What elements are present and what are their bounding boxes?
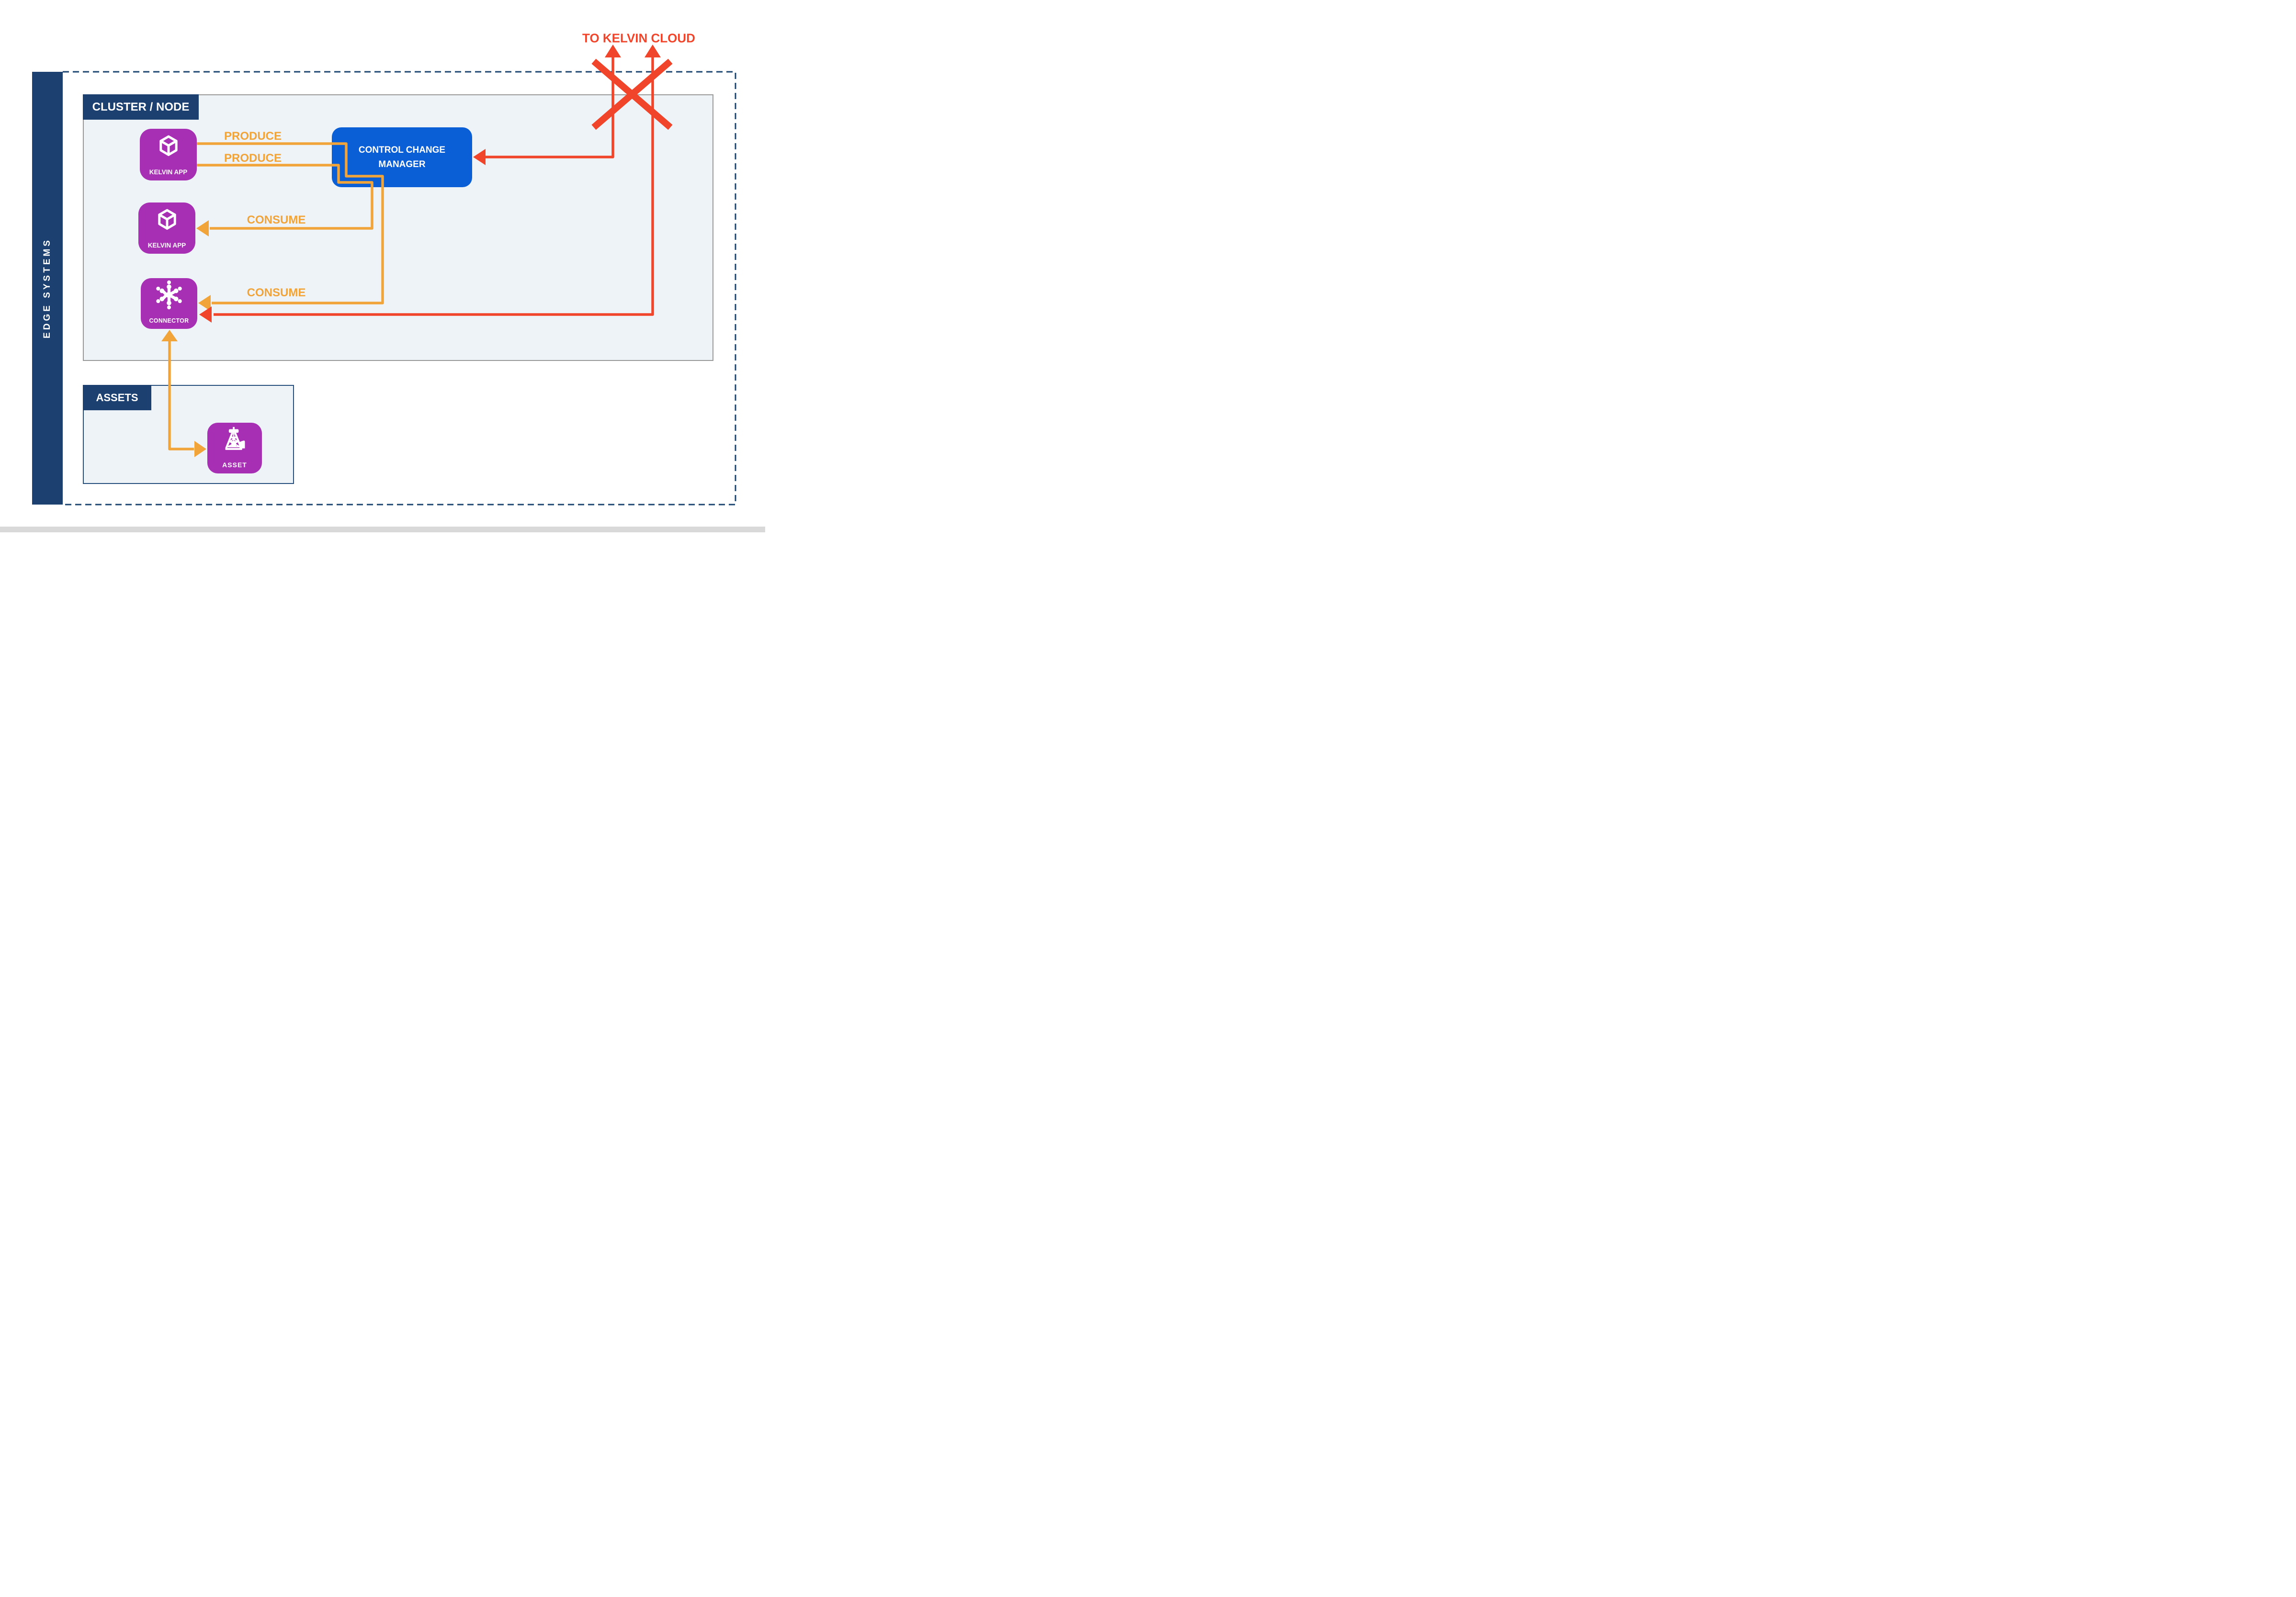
connector-label: CONNECTOR: [149, 317, 189, 324]
cloud-up-arrowhead-1-icon: [605, 45, 621, 57]
produce-label-2: PRODUCE: [224, 152, 282, 165]
kelvin-app-2-label: KELVIN APP: [147, 242, 186, 249]
ccm-label-line2: MANAGER: [378, 159, 426, 169]
edge-systems-label: EDGE SYSTEMS: [42, 238, 52, 338]
assets-tag: ASSETS: [83, 385, 151, 410]
diagram-canvas: TO KELVIN CLOUD EDGE SYSTEMS CLUSTER / N…: [0, 0, 765, 532]
cube-icon: [154, 206, 180, 232]
asset-node: ASSET: [207, 423, 262, 473]
cloud-up-arrowhead-2-icon: [645, 45, 661, 57]
to-kelvin-cloud-label: TO KELVIN CLOUD: [582, 31, 695, 45]
oil-derrick-icon: [221, 426, 248, 453]
produce-label-1: PRODUCE: [224, 130, 282, 143]
edge-systems-bar: EDGE SYSTEMS: [32, 72, 63, 505]
consume-label-1: CONSUME: [247, 214, 306, 226]
footer-strip: [0, 527, 765, 532]
kelvin-app-1-node: KELVIN APP: [140, 129, 197, 180]
asset-label: ASSET: [222, 461, 247, 469]
control-change-manager-box: CONTROL CHANGE MANAGER: [332, 127, 472, 187]
ccm-label-line1: CONTROL CHANGE: [358, 145, 446, 156]
hub-icon: [154, 280, 184, 310]
kelvin-app-1-label: KELVIN APP: [149, 169, 188, 176]
cube-icon: [156, 133, 181, 158]
cluster-node-tag: CLUSTER / NODE: [83, 94, 199, 120]
connector-node: CONNECTOR: [141, 278, 197, 329]
consume-label-2: CONSUME: [247, 286, 306, 299]
kelvin-app-2-node: KELVIN APP: [138, 202, 195, 254]
